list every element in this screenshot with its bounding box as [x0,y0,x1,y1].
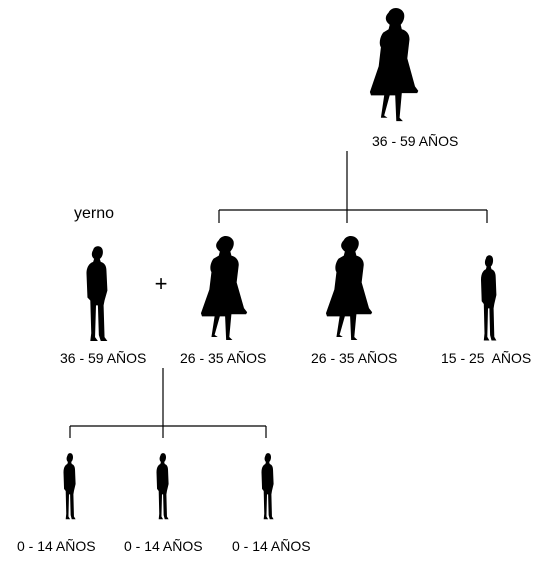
age-label-child-3: 0 - 14 AÑOS [232,538,311,554]
child-3-figure [261,453,274,520]
child-2-figure [156,453,169,520]
age-label-child-1: 0 - 14 AÑOS [17,538,96,554]
age-label-daughter-2: 26 - 35 AÑOS [311,350,398,366]
age-label-son-in-law: 36 - 59 AÑOS [60,350,147,366]
daughter-1-figure [200,235,248,341]
son-in-law-figure [86,246,108,342]
age-label-child-2: 0 - 14 AÑOS [124,538,203,554]
age-label-daughter-1: 26 - 35 AÑOS [180,350,267,366]
plus-sign: + [155,271,168,296]
age-label-son: 15 - 25 AÑOS [441,350,532,366]
age-label-grandmother: 36 - 59 AÑOS [372,133,459,149]
grandmother-figure [369,7,419,122]
relation-label-yerno: yerno [74,205,115,222]
son-figure [481,255,497,341]
connector-lines [69,151,488,438]
daughter-2-figure [325,235,373,341]
child-1-figure [63,453,76,520]
